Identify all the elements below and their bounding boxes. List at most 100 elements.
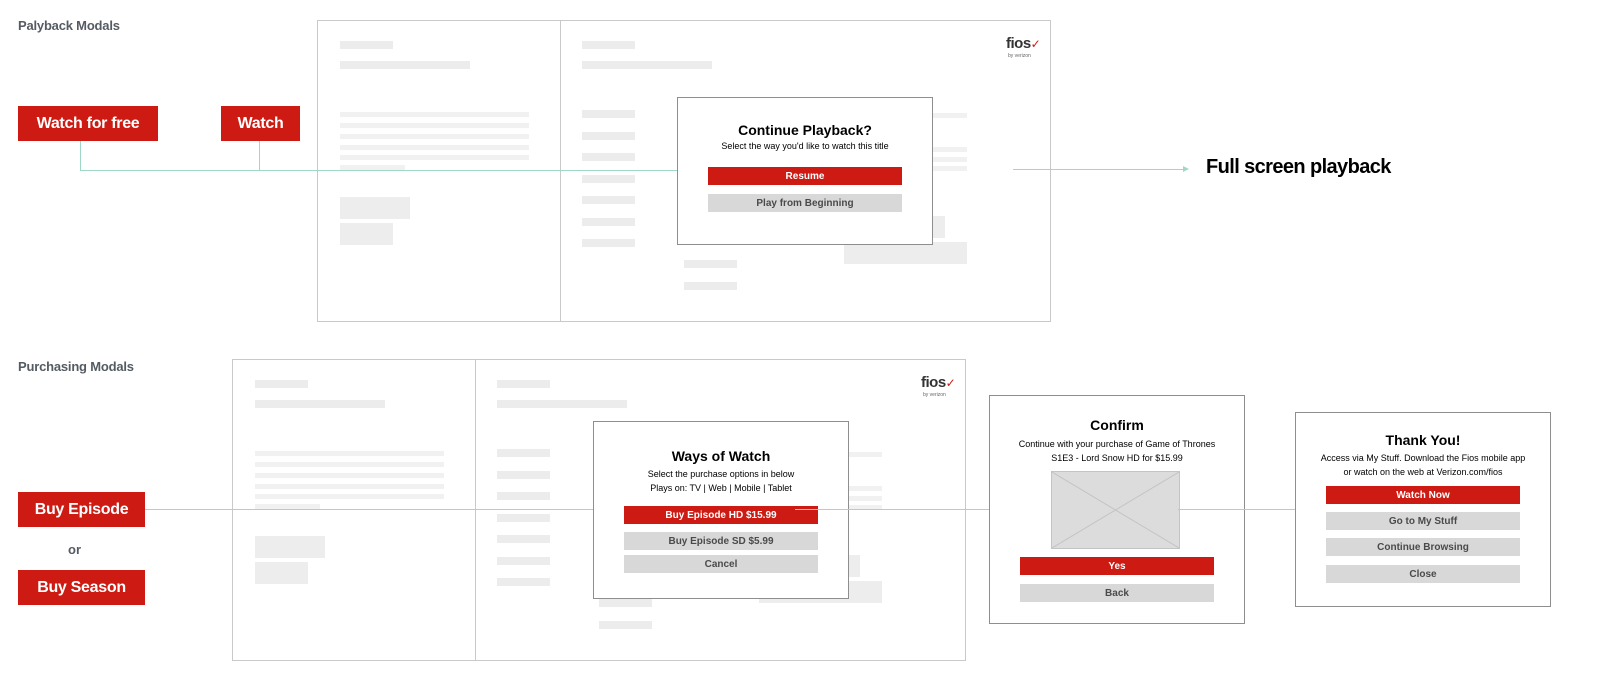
connector-line [259,141,260,170]
placeholder-bar [845,452,882,457]
placeholder-bar [340,41,393,49]
yes-button[interactable]: Yes [1020,557,1214,575]
go-to-my-stuff-button[interactable]: Go to My Stuff [1326,512,1520,530]
placeholder-bar [845,505,882,510]
buy-season-button[interactable]: Buy Season [18,570,145,605]
close-button[interactable]: Close [1326,565,1520,583]
fios-logo-sub: by verizon [1008,53,1031,59]
placeholder-bar [582,196,635,204]
resume-button[interactable]: Resume [708,167,902,185]
placeholder-bar [930,157,967,162]
placeholder-bar [930,113,967,118]
placeholder-bar [582,175,635,183]
buy-episode-button[interactable]: Buy Episode [18,492,145,527]
or-label: or [68,542,81,557]
modal-text-line2: Plays on: TV | Web | Mobile | Tablet [650,483,792,493]
modal-text-line1: Select the purchase options in below [647,469,795,479]
modal-title: Ways of Watch [671,448,771,464]
placeholder-bar [599,621,652,629]
cancel-button[interactable]: Cancel [624,555,818,573]
placeholder-bar [255,451,444,456]
placeholder-bar [340,61,470,69]
placeholder-bar [582,218,635,226]
placeholder-bar [497,471,550,479]
watch-for-free-button[interactable]: Watch for free [18,106,158,141]
placeholder-block [844,242,967,264]
placeholder-block [340,197,410,219]
full-screen-playback-label: Full screen playback [1206,156,1391,178]
image-placeholder-icon [1052,472,1179,548]
placeholder-bar [497,535,550,543]
placeholder-bar [582,132,635,140]
placeholder-bar [497,400,627,408]
placeholder-bar [255,504,320,509]
placeholder-bar [255,473,444,478]
placeholder-bar [497,380,550,388]
playback-section-label: Palyback Modals [18,18,120,33]
purchasing-section-label: Purchasing Modals [18,359,134,374]
placeholder-bar [255,484,444,489]
placeholder-bar [497,514,550,522]
back-button[interactable]: Back [1020,584,1214,602]
buy-episode-sd-button[interactable]: Buy Episode SD $5.99 [624,532,818,550]
wireframe-divider [475,360,476,660]
fios-logo: fios✓ [1006,35,1041,52]
placeholder-block [255,536,325,558]
image-placeholder [1051,471,1180,549]
placeholder-bar [340,134,529,139]
placeholder-bar [930,166,967,171]
check-mark-icon: ✓ [1030,37,1041,51]
placeholder-bar [684,282,737,290]
continue-playback-modal: Continue Playback? Select the way you'd … [677,97,933,245]
watch-button[interactable]: Watch [221,106,300,141]
connector-line [1013,169,1183,170]
connector-line [1178,509,1310,510]
placeholder-bar [255,400,385,408]
ways-of-watch-modal: Ways of Watch Select the purchase option… [593,421,849,599]
connector-line [145,509,598,510]
continue-browsing-button[interactable]: Continue Browsing [1326,538,1520,556]
connector-line [795,509,991,510]
placeholder-bar [340,112,529,117]
placeholder-bar [255,462,444,467]
placeholder-bar [582,239,635,247]
placeholder-bar [684,260,737,268]
placeholder-bar [930,147,967,152]
modal-text-line2: S1E3 - Lord Snow HD for $15.99 [1051,453,1183,463]
placeholder-bar [497,578,550,586]
placeholder-bar [255,494,444,499]
placeholder-bar [599,599,652,607]
fios-logo-sub: by verizon [923,392,946,398]
placeholder-bar [497,557,550,565]
watch-now-button[interactable]: Watch Now [1326,486,1520,504]
check-mark-icon: ✓ [945,376,956,390]
modal-text-line1: Continue with your purchase of Game of T… [1018,439,1216,449]
placeholder-bar [255,380,308,388]
modal-title: Thank You! [1385,432,1461,448]
play-from-beginning-button[interactable]: Play from Beginning [708,194,902,212]
placeholder-bar [582,41,635,49]
modal-subtitle: Select the way you'd like to watch this … [721,141,889,151]
connector-line [80,170,683,171]
placeholder-bar [845,496,882,501]
placeholder-block [340,223,393,245]
modal-text-line1: Access via My Stuff. Download the Fios m… [1320,453,1526,463]
thank-you-modal: Thank You! Access via My Stuff. Download… [1295,412,1551,607]
placeholder-bar [340,155,529,160]
connector-line [80,141,81,170]
placeholder-bar [340,165,405,170]
placeholder-bar [340,123,529,128]
modal-title: Continue Playback? [738,122,872,138]
modal-text-line2: or watch on the web at Verizon.com/fios [1343,467,1503,477]
placeholder-bar [845,486,882,491]
placeholder-bar [497,492,550,500]
placeholder-block [255,562,308,584]
placeholder-bar [582,153,635,161]
arrow-icon [1183,166,1189,172]
placeholder-bar [582,110,635,118]
wireframe-divider [560,21,561,321]
placeholder-bar [497,449,550,457]
placeholder-bar [582,61,712,69]
modal-title: Confirm [1090,417,1144,433]
buy-episode-hd-button[interactable]: Buy Episode HD $15.99 [624,506,818,524]
